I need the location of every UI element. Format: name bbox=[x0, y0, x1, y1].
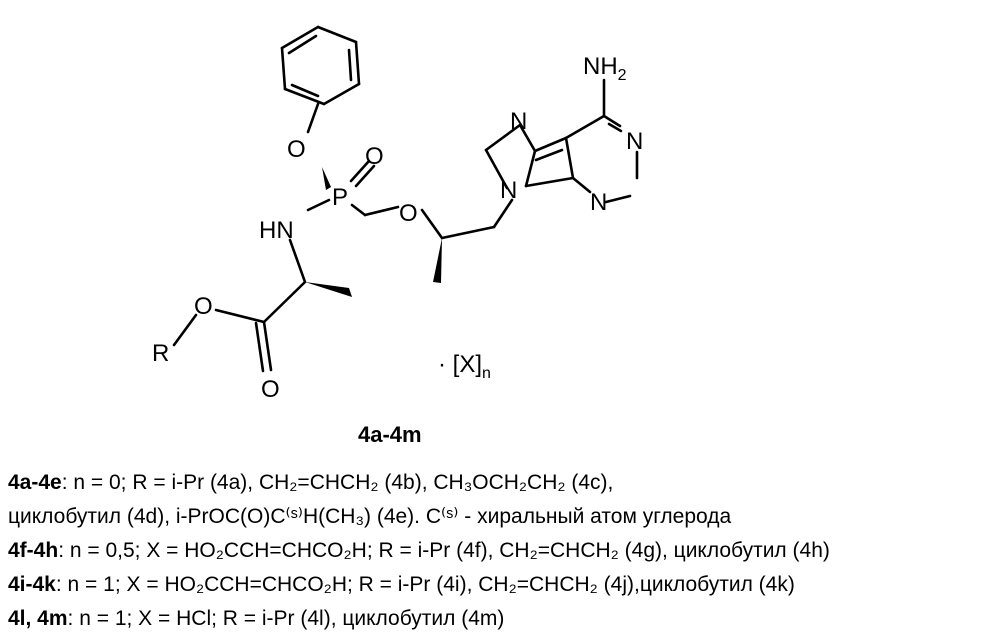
atom-n3: N bbox=[590, 189, 607, 216]
compound-caption: 4a-4m bbox=[358, 422, 422, 448]
line-4a-4e-cont: циклобутил (4d), i-PrOC(O)C⁽ˢ⁾H(CH₃) (4e… bbox=[8, 500, 830, 534]
atom-hn: HN bbox=[259, 217, 294, 244]
line-4l-4m: 4l, 4m: n = 1; X = HCl; R = i-Pr (4l), ц… bbox=[8, 602, 830, 635]
atom-o-carbonyl: O bbox=[261, 376, 280, 403]
atom-p: P bbox=[332, 184, 348, 211]
line-4i-4k: 4i-4k: n = 1; X = HO₂CCH=CHCO₂H; R = i-P… bbox=[8, 568, 830, 602]
legend-lines: 4a-4e: n = 0; R = i-Pr (4a), CH₂=CHCH₂ (… bbox=[8, 466, 830, 635]
atom-n1: N bbox=[626, 128, 643, 155]
phenyl-ring bbox=[282, 27, 359, 104]
salt-label: · [X]n bbox=[438, 351, 491, 382]
atom-n7: N bbox=[510, 108, 527, 135]
atom-o-phenoxy: O bbox=[287, 136, 306, 163]
line-4f-4h: 4f-4h: n = 0,5; X = HO₂CCH=CHCO₂H; R = i… bbox=[8, 534, 830, 568]
nh2-label: NH2 bbox=[583, 53, 627, 84]
atom-o-ester: O bbox=[194, 293, 213, 320]
molecule-structure: NH2 N N N N O P O O HN O R O · [X]n bbox=[0, 0, 999, 460]
atom-r: R bbox=[152, 340, 169, 367]
line-4a-4e: 4a-4e: n = 0; R = i-Pr (4a), CH₂=CHCH₂ (… bbox=[8, 466, 830, 500]
atom-o-ether: O bbox=[399, 200, 418, 227]
atom-n9: N bbox=[500, 177, 517, 204]
atom-o-double: O bbox=[365, 143, 384, 170]
